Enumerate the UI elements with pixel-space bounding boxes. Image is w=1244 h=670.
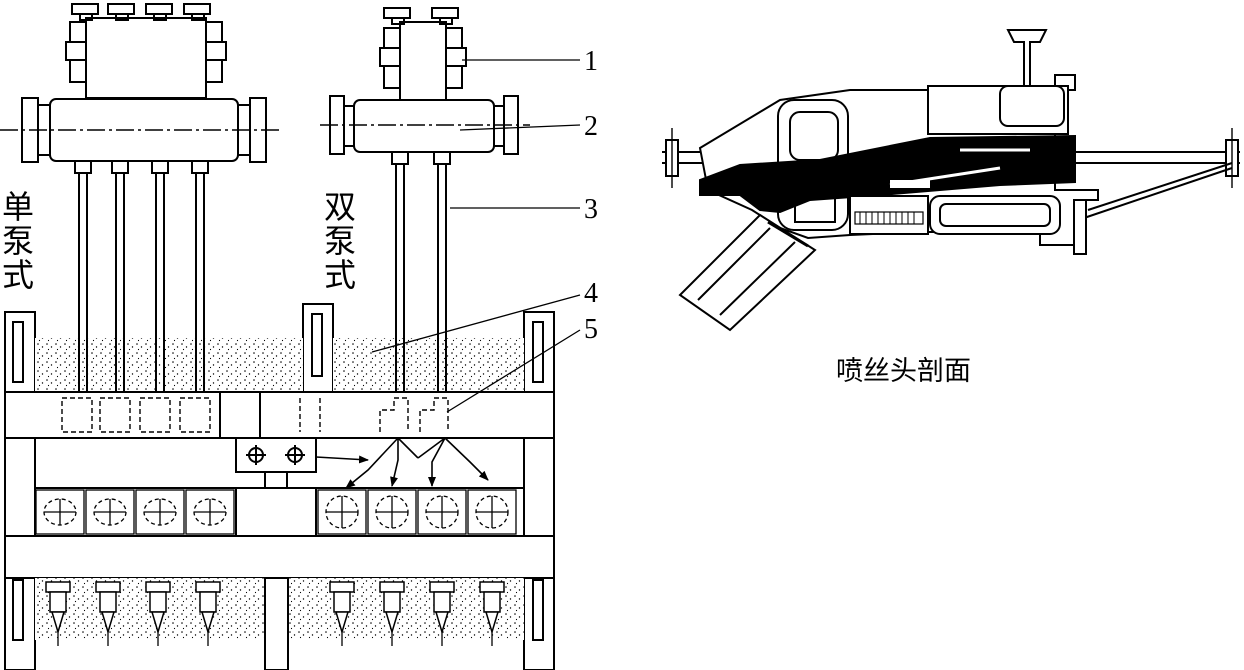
label-char-3: 式 — [2, 256, 34, 294]
double-pump-label: 双 泵 式 — [324, 188, 356, 294]
callout-2: 2 — [584, 111, 598, 142]
lower-plate — [4, 535, 555, 579]
center-divider — [235, 487, 317, 537]
frame-post-middle — [302, 303, 334, 393]
angled-nozzle — [678, 213, 817, 332]
spinning-assembly — [0, 3, 581, 670]
heat-medium-top — [35, 338, 303, 392]
label-char-1: 双 — [324, 188, 356, 226]
distribution-plate — [4, 391, 555, 439]
spinneret-heads — [45, 581, 505, 635]
nozzle-cross-section — [662, 29, 1240, 332]
callout-4: 4 — [584, 278, 598, 309]
leader-lines — [371, 59, 581, 413]
frame-post-left — [4, 311, 36, 670]
label-char-2: 泵 — [2, 222, 34, 260]
flow-arrows — [315, 437, 489, 489]
callout-1: 1 — [584, 46, 598, 77]
double-pump — [320, 7, 530, 165]
spinnerets-single — [35, 489, 235, 535]
frame-post-right — [523, 311, 555, 670]
spinnerets-double — [317, 489, 517, 535]
callout-5: 5 — [584, 314, 598, 345]
nozzle-caption: 喷丝头剖面 — [836, 356, 971, 387]
label-char-1: 单 — [2, 188, 34, 226]
label-char-3: 式 — [324, 256, 356, 294]
single-pump — [0, 3, 280, 174]
pump-fittings — [65, 3, 227, 83]
callout-numbers: 1 2 3 4 5 — [584, 46, 598, 345]
callout-3: 3 — [584, 194, 598, 225]
single-pump-label: 单 泵 式 — [2, 188, 34, 294]
label-char-2: 泵 — [324, 222, 356, 260]
